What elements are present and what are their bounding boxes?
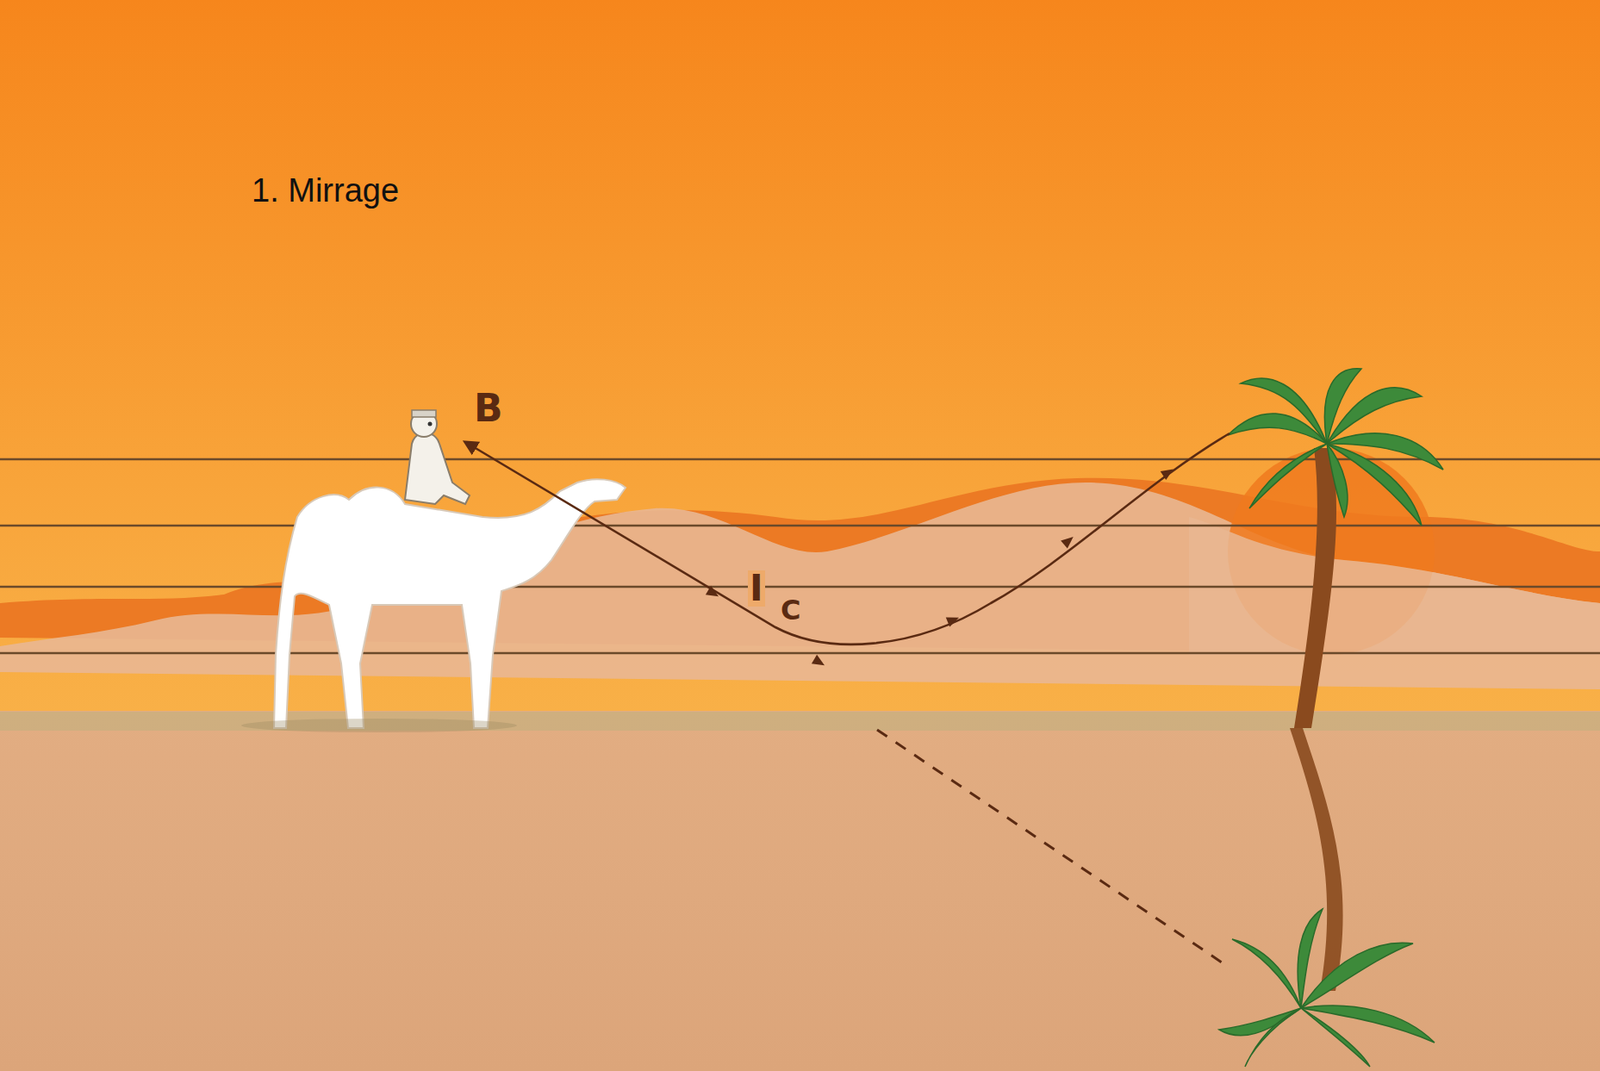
reflected-palm: [1219, 728, 1435, 1067]
light-ray: [465, 433, 1230, 645]
point-label: B: [472, 389, 505, 428]
point-label: C: [778, 596, 803, 624]
rider: [404, 410, 470, 505]
air-layers: [0, 459, 1600, 654]
palm-tree: [1227, 368, 1444, 729]
camel-shadow: [241, 718, 517, 733]
apparent-ray: [877, 729, 1225, 965]
mirage-water-band: [0, 711, 1600, 731]
point-label: I: [747, 570, 766, 607]
ray-arrowheads: [705, 464, 1177, 670]
diagram-title: 1. Mirrage: [251, 174, 399, 207]
camel: [273, 479, 626, 729]
ground: [0, 710, 1600, 1071]
